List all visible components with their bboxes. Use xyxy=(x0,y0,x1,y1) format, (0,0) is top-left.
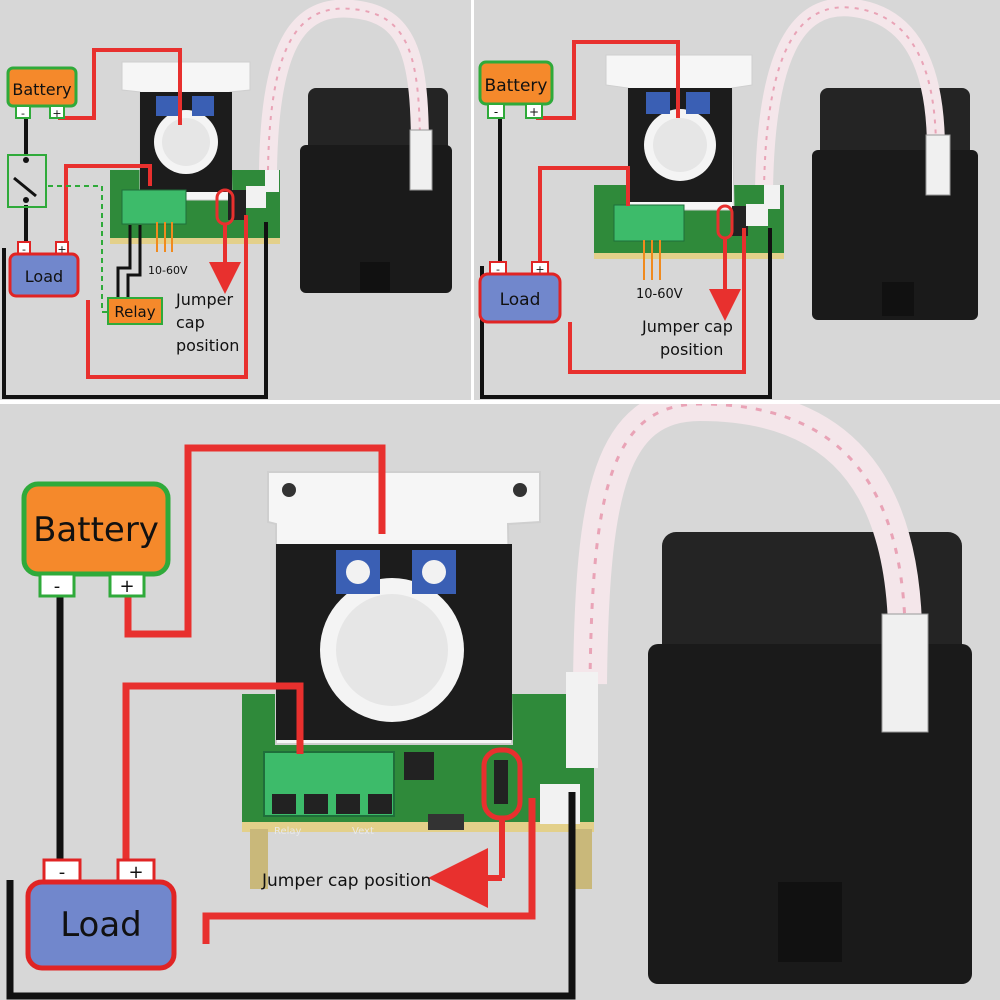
ribbon-cable xyxy=(755,0,945,191)
load-box: - + Load xyxy=(8,241,80,298)
voltage-range-label: 10-60V xyxy=(148,264,188,277)
load-label: Load xyxy=(60,905,142,945)
panel-direct-wiring: Battery - + - + Load 10-60V Jumper cap p… xyxy=(474,0,1000,400)
jumper-label-line3: position xyxy=(176,336,239,355)
terminal-block xyxy=(121,189,187,225)
terminal-block xyxy=(613,204,685,242)
battery-box: Battery - + xyxy=(478,60,554,119)
jumper-label-line2: cap xyxy=(176,313,205,332)
load-minus-label: - xyxy=(59,862,66,883)
panel-enlarged-wiring: Relay Vext Battery - + - + Load Jumper c… xyxy=(0,404,1000,1000)
diagram-relay-wiring: Battery - + - + Load Relay 10-60V Jumper… xyxy=(2,0,452,399)
diagram-direct-wiring: Battery - + - + Load 10-60V Jumper cap p… xyxy=(478,0,978,399)
diagram-enlarged-wiring: Relay Vext Battery - + - + Load Jumper c… xyxy=(6,404,972,1000)
load-box: - + Load xyxy=(25,858,177,971)
load-label: Load xyxy=(25,267,63,286)
board-vext-label: Vext xyxy=(352,826,374,837)
jumper-cap-label-line1: Jumper cap xyxy=(641,317,733,336)
battery-plus-label: + xyxy=(52,107,61,120)
voltage-range-label: 10-60V xyxy=(636,287,683,302)
switch-box xyxy=(7,154,47,208)
load-minus-label: - xyxy=(496,263,500,276)
battery-minus-label: - xyxy=(21,107,25,120)
panel-relay-wiring: Battery - + - + Load Relay 10-60V Jumper… xyxy=(0,0,471,400)
board-relay-label: Relay xyxy=(274,826,302,837)
battery-label: Battery xyxy=(485,76,548,96)
load-plus-label: + xyxy=(128,862,143,883)
load-label: Load xyxy=(500,290,541,310)
jumper-label-line1: Jumper xyxy=(175,290,233,309)
battery-box: Battery - + xyxy=(21,481,171,598)
battery-label: Battery xyxy=(12,80,71,99)
jumper-cap-label-line2: position xyxy=(660,340,723,359)
load-plus-label: + xyxy=(535,263,544,276)
load-plus-label: + xyxy=(57,243,66,256)
battery-plus-label: + xyxy=(119,576,134,597)
battery-plus-label: + xyxy=(529,105,539,119)
relay-box: Relay xyxy=(107,297,163,325)
load-box: - + Load xyxy=(478,261,562,324)
relay-label: Relay xyxy=(114,303,155,321)
load-minus-label: - xyxy=(22,243,26,256)
battery-minus-label: - xyxy=(494,105,498,119)
battery-minus-label: - xyxy=(54,576,61,597)
battery-label: Battery xyxy=(33,510,159,550)
battery-box: Battery - + xyxy=(6,66,78,120)
jumper-cap-position-label: Jumper cap position xyxy=(261,871,431,891)
